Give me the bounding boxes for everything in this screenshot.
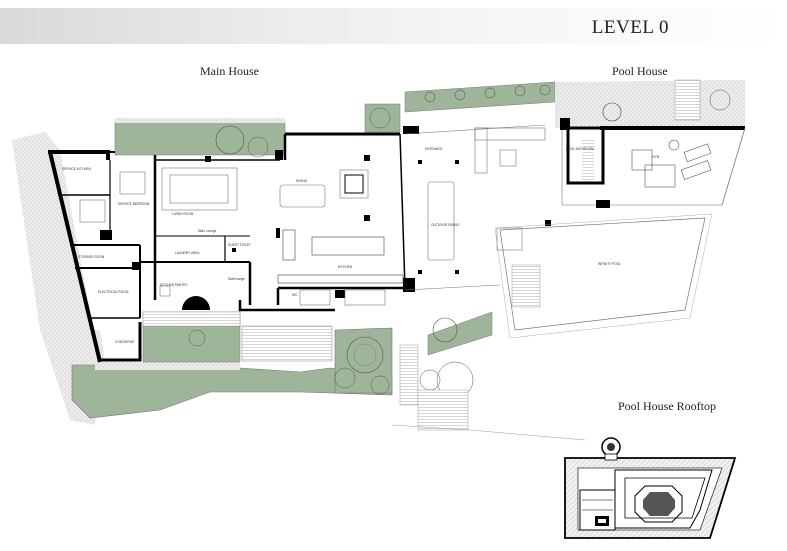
room-label: CONCIERGE bbox=[115, 340, 134, 344]
room-label: GUEST TOILET bbox=[228, 243, 251, 247]
lower-garden bbox=[71, 362, 393, 419]
room-label: ENTRANCE bbox=[425, 147, 443, 151]
header-band bbox=[0, 8, 787, 44]
room-label: Main Lounge bbox=[198, 229, 217, 233]
rooftop-plan bbox=[564, 437, 737, 539]
room-label: OUTDOOR DINING bbox=[431, 223, 460, 227]
kitchen-garden bbox=[334, 327, 393, 395]
level-title: LEVEL 0 bbox=[591, 17, 669, 38]
main-house-walls bbox=[48, 132, 406, 363]
room-label: KITCHEN PANTRY bbox=[160, 283, 188, 287]
outdoor-columns bbox=[418, 160, 551, 274]
pool-garden bbox=[404, 79, 745, 128]
room-label: INFINITY POOL bbox=[598, 262, 621, 266]
structural-columns bbox=[100, 126, 419, 298]
room-label: GYM bbox=[652, 155, 660, 159]
stair-curve bbox=[182, 296, 210, 310]
infinity-pool bbox=[494, 213, 713, 339]
main-house-label: Main House bbox=[200, 64, 259, 78]
room-label: LIVING ROOM bbox=[172, 212, 194, 216]
outdoor-dining-area bbox=[404, 124, 546, 291]
room-label: POOL BATHROOM bbox=[566, 147, 594, 151]
room-label: DINING bbox=[296, 179, 308, 183]
room-label: SERVICE BEDROOM bbox=[118, 202, 150, 206]
pool-house-label: Pool House bbox=[612, 64, 668, 78]
room-label: LAUNDRY AREA bbox=[175, 251, 200, 255]
room-label: WC bbox=[292, 293, 298, 297]
pool-south-garden bbox=[419, 311, 493, 399]
pool-house-rooftop-label: Pool House Rooftop bbox=[618, 399, 717, 413]
room-label: ELECTRICAL ROOM bbox=[98, 290, 129, 294]
main-house-furniture bbox=[79, 167, 404, 306]
pool-house-walls bbox=[560, 118, 746, 208]
room-label: KITCHEN bbox=[338, 265, 353, 269]
room-label: Staff lounge bbox=[228, 277, 245, 281]
room-label: STORAGE ROOM bbox=[78, 255, 105, 259]
room-labels: SERVICE KITCHEN SERVICE BEDROOM STORAGE … bbox=[62, 147, 660, 344]
room-label: SERVICE KITCHEN bbox=[62, 167, 92, 171]
north-garden bbox=[114, 103, 401, 158]
south-stairs bbox=[391, 344, 586, 441]
terrace-lawn bbox=[142, 311, 333, 363]
pool-house-furniture bbox=[631, 139, 712, 188]
